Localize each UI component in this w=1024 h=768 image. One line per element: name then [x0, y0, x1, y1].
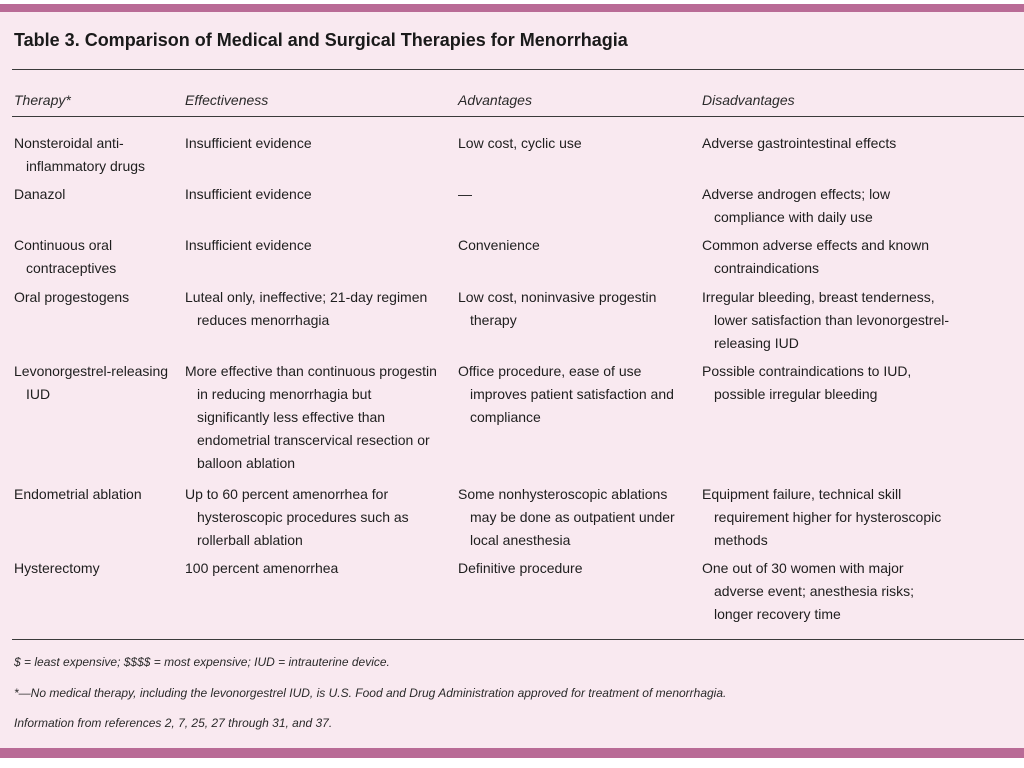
top-accent-band — [0, 4, 1024, 12]
cell-effectiveness: Luteal only, ineffective; 21-day regimen… — [185, 289, 428, 328]
cell-advantages: Convenience — [458, 237, 540, 253]
header-advantages: Advantages — [458, 92, 532, 108]
cell-disadvantages: Common adverse effects and known contrai… — [702, 237, 929, 276]
cell-therapy: Nonsteroidal anti-inflammatory drugs — [14, 135, 146, 174]
cell-therapy: Levonorgestrel-releasing IUD — [14, 363, 169, 402]
cell-effectiveness: Insufficient evidence — [185, 186, 312, 202]
cell-advantages: Low cost, noninvasive progestin therapy — [458, 289, 657, 328]
cell-therapy: Continuous oral contraceptives — [14, 237, 117, 276]
cell-advantages: Definitive procedure — [458, 560, 583, 576]
cell-advantages: Office procedure, ease of use improves p… — [458, 363, 674, 425]
cell-disadvantages: Possible contraindications to IUD, possi… — [702, 363, 912, 402]
footnote-abbreviations: $ = least expensive; $$$$ = most expensi… — [14, 655, 390, 669]
table-panel — [0, 12, 1024, 748]
footnote-references: Information from references 2, 7, 25, 27… — [14, 716, 333, 730]
cell-advantages: Some nonhysteroscopic ablations may be d… — [458, 486, 675, 548]
cell-therapy: Hysterectomy — [14, 560, 100, 576]
cell-disadvantages: Adverse androgen effects; low compliance… — [702, 186, 891, 225]
cell-disadvantages: Equipment failure, technical skill requi… — [702, 486, 942, 548]
footer-divider — [12, 639, 1024, 640]
cell-therapy: Endometrial ablation — [14, 486, 142, 502]
header-effectiveness: Effectiveness — [185, 92, 269, 108]
header-divider — [12, 116, 1024, 117]
footnote-fda: *—No medical therapy, including the levo… — [14, 686, 727, 700]
cell-advantages: — — [458, 186, 472, 202]
header-therapy: Therapy* — [14, 92, 71, 108]
cell-effectiveness: 100 percent amenorrhea — [185, 560, 339, 576]
cell-therapy: Danazol — [14, 186, 66, 202]
title-divider — [12, 69, 1024, 70]
cell-advantages: Low cost, cyclic use — [458, 135, 582, 151]
header-disadvantages: Disadvantages — [702, 92, 795, 108]
cell-effectiveness: Insufficient evidence — [185, 135, 312, 151]
cell-effectiveness: Up to 60 percent amenorrhea for hysteros… — [185, 486, 409, 548]
cell-disadvantages: One out of 30 women with major adverse e… — [702, 560, 914, 622]
bottom-accent-band — [0, 748, 1024, 758]
cell-effectiveness: Insufficient evidence — [185, 237, 312, 253]
cell-effectiveness: More effective than continuous progestin… — [185, 363, 437, 471]
cell-therapy: Oral progestogens — [14, 289, 130, 305]
table-title: Table 3. Comparison of Medical and Surgi… — [14, 30, 628, 50]
cell-disadvantages: Adverse gastrointestinal effects — [702, 135, 897, 151]
cell-disadvantages: Irregular bleeding, breast tenderness, l… — [702, 289, 950, 351]
